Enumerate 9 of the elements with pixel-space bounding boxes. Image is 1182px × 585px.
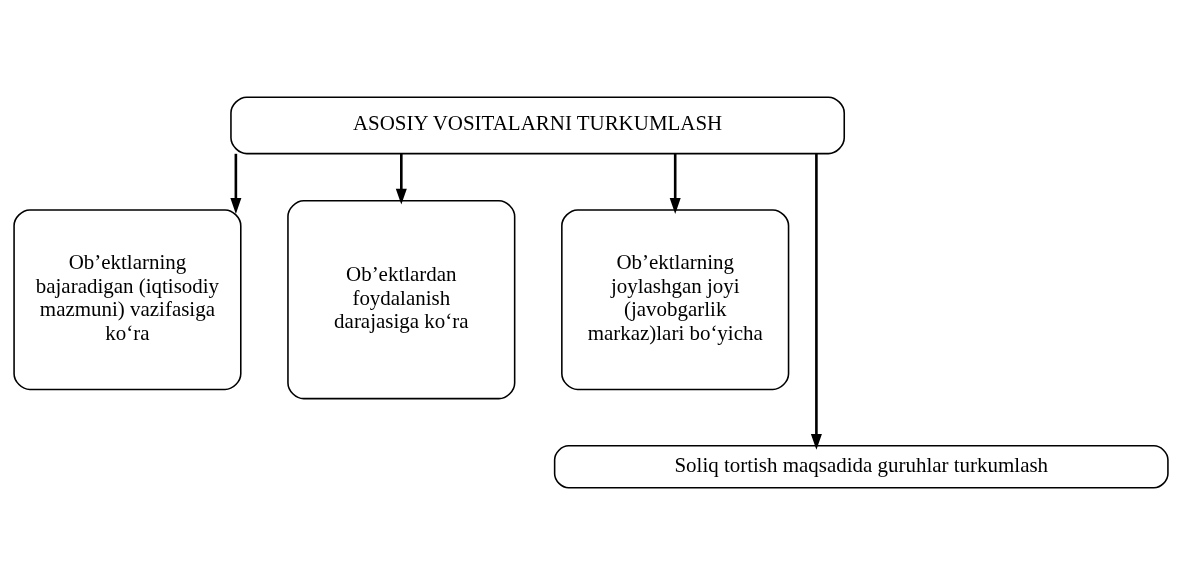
arrow <box>230 153 242 214</box>
node-box: Ob’ektlarning bajaradigan (iqtisodiy mazmuni) vazifasiga ko‘ra <box>13 209 242 391</box>
arrow <box>810 153 822 450</box>
arrow <box>395 153 407 205</box>
node-box: Ob’ektlardan foydalanish darajasiga ko‘ra <box>287 200 516 400</box>
node-box: Ob’ektlarning joylashgan joyi (javobgarlik markaz)lari bo‘yicha <box>561 209 790 391</box>
node-box: ASOSIY VOSITALARNI TURKUMLASH <box>230 96 846 155</box>
node-box: Soliq tortish maqsadida guruhlar turkumlash <box>553 445 1169 489</box>
arrow <box>669 153 681 214</box>
